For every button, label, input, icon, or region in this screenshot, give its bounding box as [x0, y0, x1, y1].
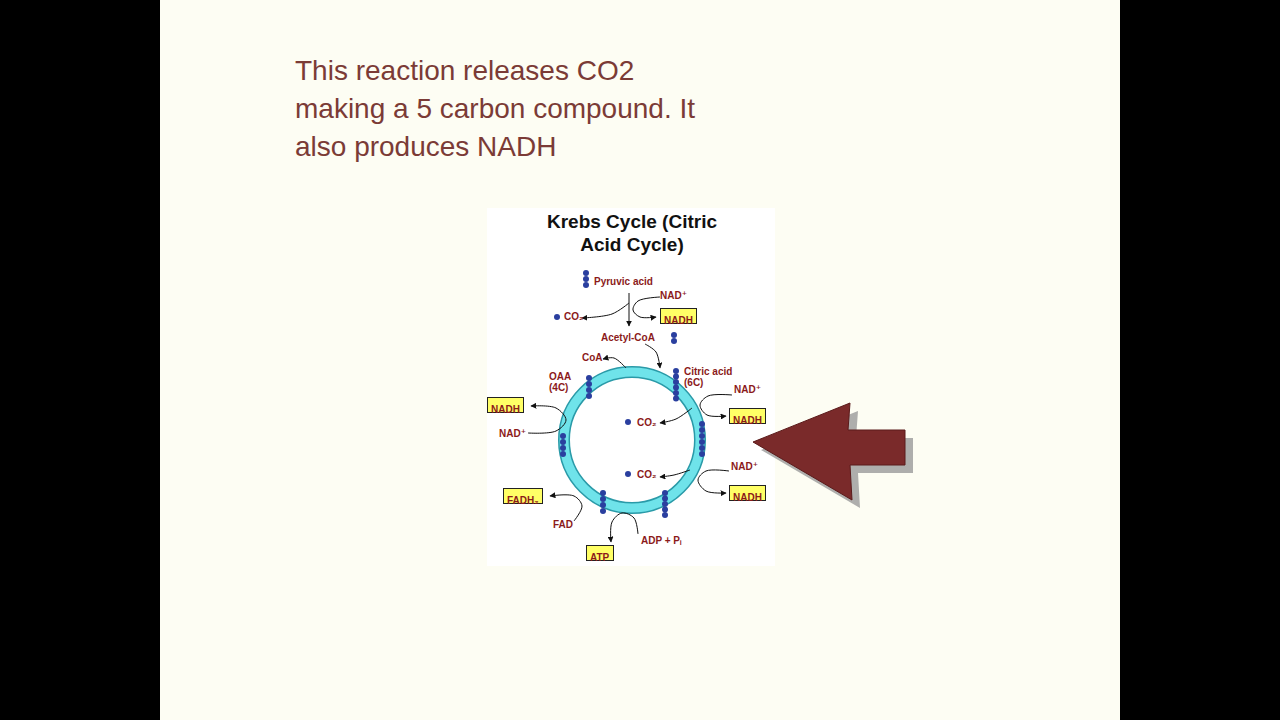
product-label: ATP: [590, 552, 609, 564]
carbon-dot: [600, 490, 606, 496]
slide-text: This reaction releases CO2 making a 5 ca…: [295, 52, 695, 166]
cycle-ring-edge: [564, 372, 700, 508]
carbon-dot: [699, 451, 705, 457]
figure-panel: [487, 208, 775, 566]
reaction-arrow: [550, 495, 582, 521]
carbon-dot: [625, 471, 631, 477]
reaction-arrow: [603, 358, 626, 368]
diagram-title: Krebs Cycle (Citric Acid Cycle): [532, 210, 732, 256]
carbon-dot: [673, 390, 679, 396]
carbon-dot: [560, 433, 566, 439]
product-box: ATP: [586, 545, 614, 561]
molecule-label: Pyruvic acid: [594, 276, 653, 287]
carbon-dot: [560, 451, 566, 457]
product-label: NADH: [664, 315, 693, 327]
molecule-label: CO₂: [637, 417, 656, 428]
reaction-arrow: [528, 406, 566, 433]
product-label: NADH: [733, 415, 762, 427]
carbon-dot: [673, 368, 679, 374]
reaction-arrow: [698, 470, 729, 493]
cofactor-label: NAD⁺: [499, 428, 526, 439]
reaction-arrow: [633, 297, 660, 318]
carbon-dot: [600, 502, 606, 508]
carbon-dot: [699, 445, 705, 451]
carbon-dot: [662, 507, 668, 513]
molecule-label: Acetyl-CoA: [601, 332, 655, 343]
product-box: NADH: [729, 485, 766, 501]
carbon-dot: [673, 396, 679, 402]
carbon-dot: [662, 496, 668, 502]
product-box: NADH: [660, 308, 697, 324]
carbon-dot: [600, 508, 606, 514]
carbon-dot: [671, 338, 677, 344]
carbon-dot: [600, 496, 606, 502]
carbon-dots: [554, 270, 705, 518]
reaction-arrow: [582, 303, 629, 318]
cycle-ring: [564, 372, 700, 508]
cofactor-label: NAD⁺: [734, 384, 761, 395]
reaction-arrow: [629, 293, 630, 326]
molecule-label: CO₂: [564, 311, 583, 322]
carbon-dot: [583, 270, 589, 276]
carbon-dot: [673, 374, 679, 380]
carbon-dot: [583, 276, 589, 282]
pointer-arrow: [753, 403, 913, 508]
carbon-dot: [554, 314, 560, 320]
carbon-dot: [699, 439, 705, 445]
product-label: NADH: [491, 404, 520, 416]
reaction-arrows: [528, 293, 732, 542]
cofactor-label: NAD⁺: [731, 461, 758, 472]
carbon-dot: [699, 427, 705, 433]
carbon-dot: [586, 387, 592, 393]
reaction-arrow: [645, 344, 660, 368]
carbon-dot: [673, 379, 679, 385]
cofactor-label: NAD⁺: [660, 290, 687, 301]
carbon-dot: [583, 282, 589, 288]
product-box: FADH₂: [503, 488, 543, 504]
molecule-label: CoA: [582, 352, 603, 363]
product-box: NADH: [487, 397, 524, 413]
reaction-arrow: [700, 395, 732, 417]
carbon-dot: [586, 375, 592, 381]
reaction-arrow: [660, 470, 690, 477]
carbon-dot: [560, 439, 566, 445]
carbon-dot: [673, 385, 679, 391]
carbon-dot: [586, 381, 592, 387]
product-box: NADH: [729, 408, 766, 424]
product-label: FADH₂: [507, 495, 539, 507]
carbon-dot: [662, 490, 668, 496]
reaction-arrow: [660, 408, 692, 423]
carbon-dot: [699, 433, 705, 439]
carbon-dot: [662, 501, 668, 507]
carbon-dot: [586, 393, 592, 399]
pointer-arrow-body: [753, 403, 905, 500]
reaction-arrow: [611, 513, 638, 542]
carbon-dot: [699, 421, 705, 427]
cofactor-label: FAD: [553, 519, 573, 530]
molecule-label: ADP + Pᵢ: [641, 535, 681, 546]
carbon-dot: [560, 445, 566, 451]
product-label: NADH: [733, 492, 762, 504]
molecule-label: OAA (4C): [549, 371, 579, 393]
carbon-dot: [671, 332, 677, 338]
carbon-dot: [662, 512, 668, 518]
carbon-dot: [625, 419, 631, 425]
molecule-label: CO₂: [637, 469, 656, 480]
